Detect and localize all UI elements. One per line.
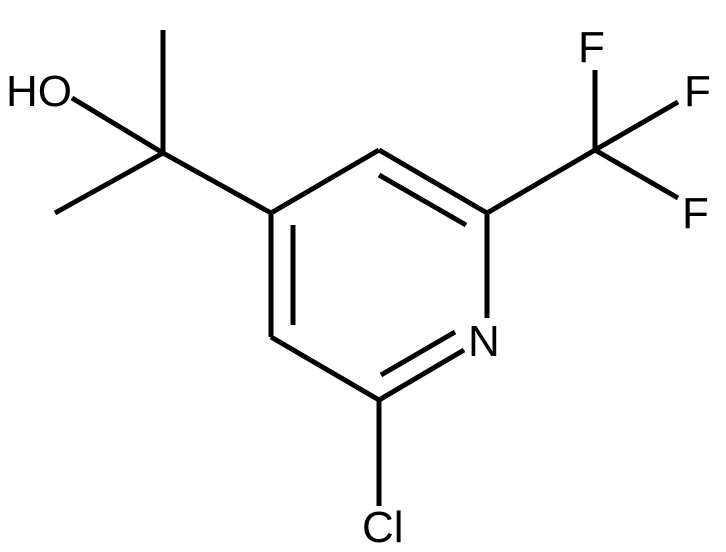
chlorine-label: Cl bbox=[362, 503, 404, 552]
bond-c6-cf3 bbox=[485, 147, 597, 216]
fluorine-label-bottom: F bbox=[682, 189, 709, 238]
fluorine-label-right: F bbox=[684, 67, 711, 116]
bond-ring-c5-c4 bbox=[269, 147, 381, 216]
bond-methyl-left bbox=[53, 150, 165, 216]
bond-ring-c6-c5 bbox=[377, 147, 489, 216]
bond-oh-carbinol bbox=[70, 95, 165, 156]
fluorine-label-top: F bbox=[578, 23, 605, 72]
bond-ring-c3-c2 bbox=[269, 334, 381, 403]
bond-ring-c2-n-inner bbox=[379, 329, 457, 378]
bond-cf3-f-right bbox=[593, 99, 680, 153]
bond-ring-c6-c5-inner bbox=[377, 172, 468, 228]
bond-carbinol-ring bbox=[161, 150, 273, 216]
bond-cf3-f-bottom bbox=[593, 147, 680, 201]
ring-nitrogen-label: N bbox=[468, 317, 500, 366]
bond-ring-c2-n bbox=[377, 347, 466, 403]
hydroxyl-label: HO bbox=[6, 67, 72, 116]
